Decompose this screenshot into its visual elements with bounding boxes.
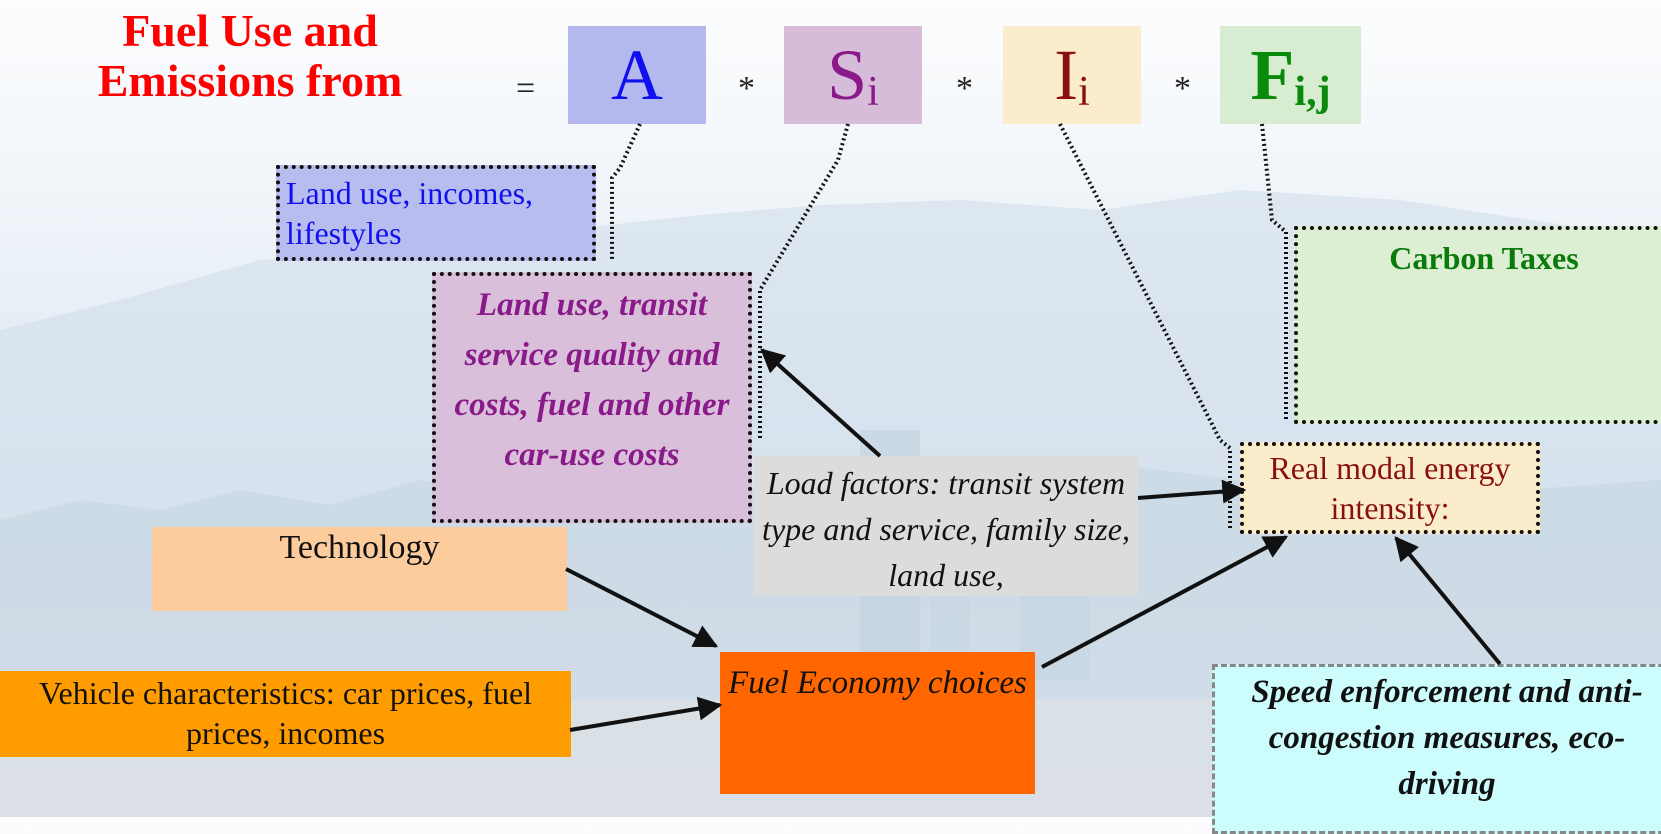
factor-s-symbol: S: [827, 35, 868, 115]
land-use-incomes-box: Land use, incomes, lifestyles: [276, 165, 596, 261]
leader-i-to-real-modal: [1058, 123, 1232, 528]
arrow-load-to-land-use-transit: [760, 348, 882, 458]
technology-box: Technology: [152, 527, 567, 611]
multiply-operator-2: *: [956, 70, 973, 107]
factor-f-symbol: F: [1250, 35, 1295, 115]
factor-s: Si: [784, 26, 922, 124]
load-factors-box: Load factors: transit system type and se…: [754, 456, 1138, 596]
factor-f: Fi,j: [1220, 26, 1361, 124]
vehicle-characteristics-box: Vehicle characteristics: car prices, fue…: [0, 671, 571, 757]
land-use-transit-text: Land use, transit service quality and co…: [454, 287, 730, 473]
arrow-speed-to-real-modal: [1394, 536, 1502, 666]
factor-a-symbol: A: [611, 35, 663, 115]
multiply-operator-1: *: [738, 70, 755, 107]
load-factors-text: Load factors: transit system type and se…: [762, 465, 1130, 593]
land-use-incomes-text: Land use, incomes, lifestyles: [286, 175, 534, 251]
carbon-taxes-text: Carbon Taxes: [1389, 240, 1579, 276]
technology-text: Technology: [279, 529, 440, 566]
arrow-technology-to-fuel: [565, 567, 719, 648]
factor-s-subscript: i: [867, 69, 879, 115]
speed-enforcement-box: Speed enforcement and anti-congestion me…: [1212, 664, 1661, 834]
factor-a: A: [568, 26, 706, 124]
factor-i: Ii: [1003, 26, 1141, 124]
connector-layer: [565, 123, 1502, 732]
land-use-transit-box: Land use, transit service quality and co…: [432, 272, 752, 523]
factor-i-symbol: I: [1054, 35, 1079, 115]
title-text: Fuel Use and Emissions from: [97, 5, 403, 106]
vehicle-characteristics-text: Vehicle characteristics: car prices, fue…: [38, 675, 533, 751]
multiply-operator-3: *: [1174, 70, 1191, 107]
leader-a-to-land-use: [610, 123, 642, 260]
leader-f-to-carbon: [1260, 123, 1288, 420]
equals-sign: =: [516, 70, 536, 107]
fuel-economy-box: Fuel Economy choices: [720, 652, 1035, 794]
arrow-fuel-to-real-modal: [1041, 535, 1289, 669]
carbon-taxes-box: Carbon Taxes: [1294, 226, 1661, 424]
fuel-economy-text: Fuel Economy choices: [728, 665, 1027, 701]
factor-i-subscript: i: [1078, 69, 1090, 115]
diagram-title: Fuel Use and Emissions from: [40, 6, 460, 106]
leader-s-to-land-use-transit: [758, 123, 850, 440]
real-modal-energy-box: Real modal energy intensity:: [1240, 442, 1540, 534]
arrow-vehicle-to-fuel: [569, 696, 723, 732]
speed-enforcement-text: Speed enforcement and anti-congestion me…: [1251, 674, 1643, 802]
arrow-load-to-real-modal: [1137, 479, 1247, 504]
real-modal-energy-text: Real modal energy intensity:: [1269, 450, 1511, 526]
factor-f-subscript: i,j: [1294, 69, 1331, 115]
